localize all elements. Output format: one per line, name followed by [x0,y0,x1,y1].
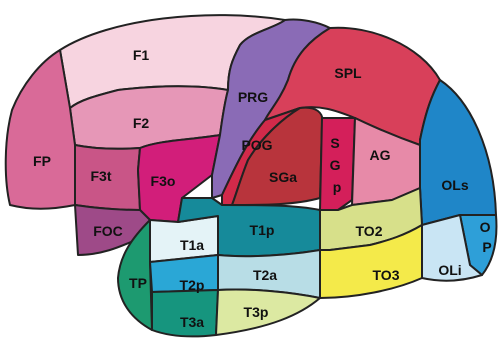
label-F1: F1 [133,47,150,63]
label-F3t: F3t [91,168,112,184]
label-T2a: T2p [180,277,205,293]
label-TO2: TO2 [356,223,383,239]
label-SGp-line-1: S [330,135,339,151]
region-FP [6,50,75,209]
label-AG: AG [370,147,391,163]
label-OLi: OLi [438,262,461,278]
label-T2p: T2a [253,267,277,283]
label-F3o: F3o [151,173,176,189]
label-T1p: T1p [250,222,275,238]
label-TP: TP [129,275,147,291]
label-OP-line-2: P [482,239,491,255]
label-TO3: TO3 [373,267,400,283]
label-F2: F2 [133,115,150,131]
label-SGa: SGa [269,169,297,185]
label-SPL: SPL [334,65,362,81]
label-OLs: OLs [441,177,468,193]
label-FOC: FOC [93,223,123,239]
label-FP: FP [33,153,51,169]
label-PRG: PRG [238,89,268,105]
label-SGp-line-3: p [333,179,342,195]
label-OP-line-1: O [480,219,491,235]
label-POG: POG [241,137,272,153]
region-OLs [420,80,496,225]
label-T1a: T1a [180,237,204,253]
label-T3p: T3p [244,304,269,320]
label-SGp-line-2: G [330,157,341,173]
label-T3a: T3a [180,314,204,330]
